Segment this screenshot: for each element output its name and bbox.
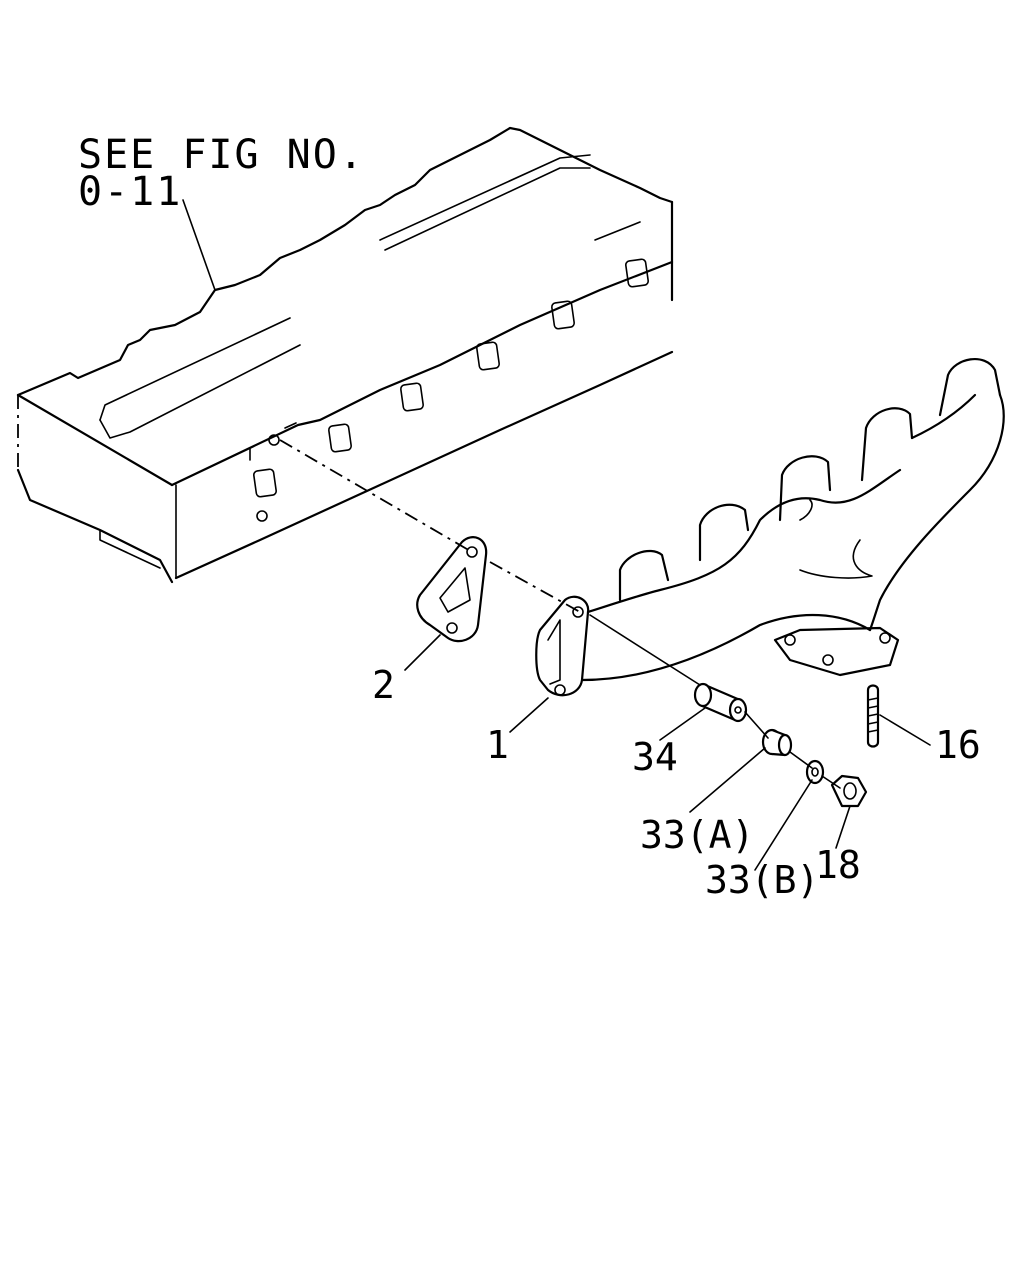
- sleeve: [693, 682, 748, 723]
- assembly-lines: [279, 439, 841, 789]
- stud: [866, 684, 880, 748]
- callout-33b: 33(B): [705, 858, 819, 902]
- spacer-a: [761, 728, 793, 757]
- callout-1: 1: [486, 723, 509, 767]
- reference-note-line1: SEE FIG NO.: [78, 132, 365, 178]
- washer-b: [805, 759, 825, 785]
- manifold-gasket: [416, 536, 488, 643]
- cylinder-head: [16, 126, 674, 584]
- reference-note-line2: 0-11: [78, 169, 182, 215]
- callout-34: 34: [632, 735, 678, 779]
- callout-2: 2: [372, 663, 395, 707]
- callout-33a: 33(A): [640, 813, 754, 857]
- exhaust-manifold: [535, 357, 1005, 697]
- nut: [830, 774, 868, 808]
- callout-18: 18: [815, 843, 861, 887]
- callout-16: 16: [935, 723, 981, 767]
- leader-lines: [182, 199, 931, 871]
